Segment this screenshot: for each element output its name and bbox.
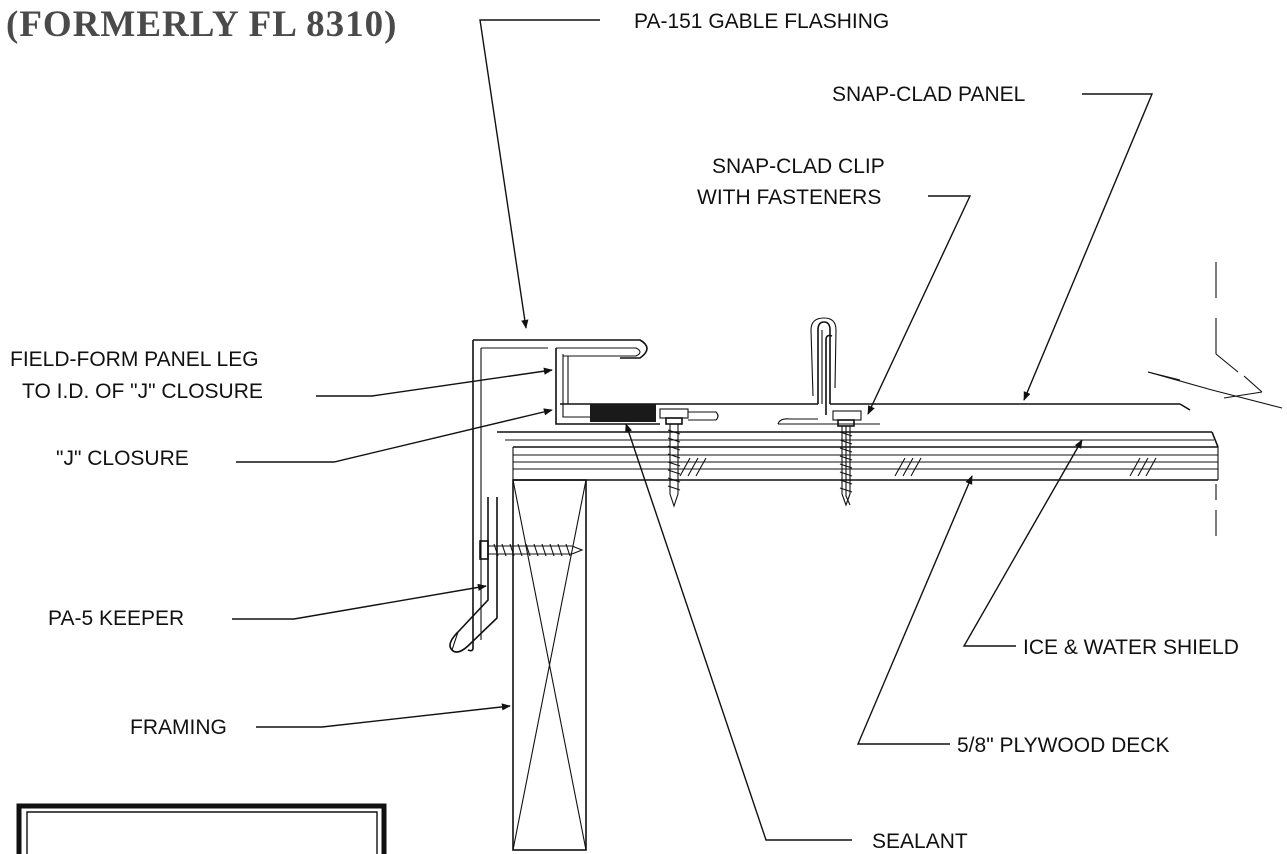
- leader-snap-clad-panel: [1023, 93, 1154, 401]
- label-clip-line2: WITH FASTENERS: [697, 186, 881, 209]
- break-line-symbol: [1147, 262, 1283, 536]
- ice-water-shield-layer: [497, 431, 1219, 480]
- label-clip-line1: SNAP-CLAD CLIP: [712, 155, 885, 178]
- snap-clad-clip: [825, 334, 862, 507]
- drawing-title: (FORMERLY FL 8310): [6, 4, 397, 45]
- label-snap-clad-panel: SNAP-CLAD PANEL: [832, 83, 1025, 106]
- label-keeper: PA-5 KEEPER: [48, 607, 184, 630]
- label-sealant: SEALANT: [872, 830, 968, 853]
- framing-member: [512, 479, 587, 851]
- plywood-deck: [512, 446, 1218, 481]
- panel-fastener: [659, 408, 719, 508]
- keeper-shape: [449, 497, 498, 653]
- leader-keeper: [232, 583, 487, 620]
- label-gable-flashing: PA-151 GABLE FLASHING: [634, 10, 889, 33]
- sealant-block: [590, 404, 656, 422]
- leader-j-closure: [236, 408, 553, 463]
- keeper-screw: [479, 540, 584, 560]
- label-field-form-line2: TO I.D. OF "J" CLOSURE: [22, 380, 263, 403]
- leader-field-form: [316, 367, 553, 397]
- label-j-closure: "J" CLOSURE: [56, 447, 189, 470]
- leader-clip: [867, 195, 972, 415]
- gable-flashing-shape: [467, 339, 648, 652]
- clip-screw-threads: [839, 431, 853, 493]
- leader-sealant: [625, 423, 852, 841]
- label-framing: FRAMING: [130, 716, 227, 739]
- leader-lines: [232, 19, 1154, 841]
- label-ice-water-shield: ICE & WATER SHIELD: [1023, 636, 1239, 659]
- label-field-form-line1: FIELD-FORM PANEL LEG: [10, 348, 259, 371]
- leader-plywood: [856, 475, 973, 745]
- leader-ice-water: [962, 439, 1083, 647]
- title-box-fragment: [16, 803, 387, 854]
- label-plywood-deck: 5/8" PLYWOOD DECK: [957, 734, 1169, 757]
- leader-gable-flashing: [479, 19, 600, 329]
- leader-framing: [256, 703, 511, 728]
